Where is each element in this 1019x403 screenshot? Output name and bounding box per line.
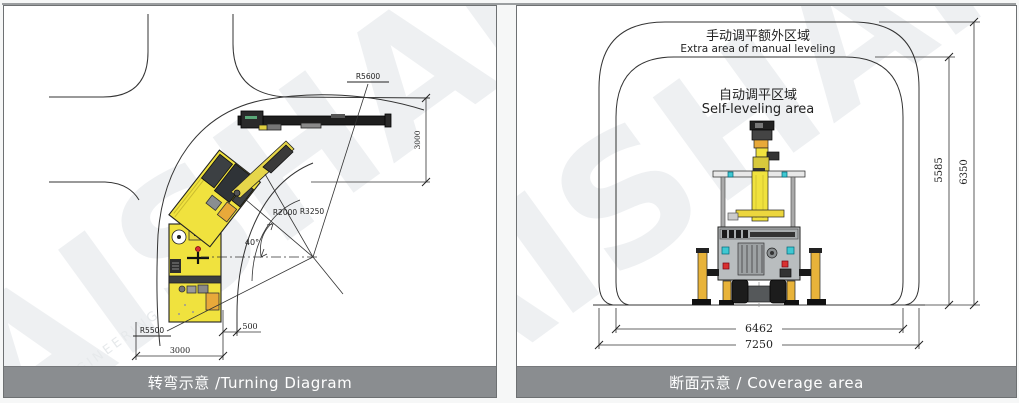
coverage-area-footer: 断面示意 / Coverage area [517, 366, 1016, 397]
manual-leveling-label-cn: 手动调平额外区域 [706, 29, 810, 44]
turning-diagram-svg: KAISHAN R ENGINEERING [4, 6, 496, 366]
outer-turning-arc [156, 94, 425, 347]
wheel [769, 279, 787, 304]
label-road-width: 3000 [170, 346, 190, 355]
top-border-line [2, 3, 1016, 5]
outer-profile [598, 21, 920, 306]
turning-diagram-panel: KAISHAN R ENGINEERING [3, 5, 497, 398]
r5600-leader [312, 83, 369, 258]
turning-diagram-drawing: KAISHAN R ENGINEERING [4, 6, 496, 366]
angle-arc [260, 222, 273, 257]
emergency-stop [195, 246, 201, 252]
coverage-area-title: 断面示意 / Coverage area [669, 373, 864, 392]
wheel [731, 279, 749, 304]
self-leveling-label-cn: 自动调平区域 [719, 88, 797, 103]
upper-works [168, 149, 262, 248]
manual-leveling-label-en: Extra area of manual leveling [680, 43, 835, 55]
self-leveling-label-en: Self-leveling area [702, 102, 815, 117]
coverage-area-panel: KAISHAN [516, 5, 1017, 398]
inner-profile [615, 56, 904, 306]
r2000-arc [251, 199, 301, 282]
outrigger-leg [697, 249, 708, 301]
label-inner-width: 6462 [745, 322, 773, 335]
label-angle: 40° [245, 238, 259, 247]
label-r5600: R5600 [356, 72, 381, 81]
drill-rig-front-view [692, 120, 826, 309]
feed-beam [237, 110, 392, 131]
label-road-height: 3000 [413, 130, 422, 149]
inner-turning-arc [236, 162, 314, 334]
label-outer-width: 7250 [745, 338, 773, 351]
dimensions [594, 17, 980, 350]
dimensions [131, 93, 431, 361]
r5500-leader [166, 256, 314, 332]
turning-diagram-title: 转弯示意 /Turning Diagram [147, 373, 353, 392]
label-inner-height: 5585 [934, 157, 945, 182]
label-r3250: R3250 [300, 207, 325, 216]
road-outline [49, 14, 431, 347]
area-labels: 手动调平额外区域 Extra area of manual leveling 自… [680, 29, 970, 351]
turning-diagram-footer: 转弯示意 /Turning Diagram [4, 366, 496, 397]
outrigger-leg [810, 249, 821, 301]
label-offset: 500 [242, 322, 257, 331]
label-r5500: R5500 [140, 326, 165, 335]
label-r2000: R2000 [273, 208, 298, 217]
radius-annotations [133, 81, 389, 337]
coverage-area-drawing: KAISHAN [517, 6, 1016, 366]
coverage-area-svg: KAISHAN [517, 6, 1016, 366]
boom [230, 140, 295, 199]
drill-rig-top-view [168, 110, 392, 323]
label-outer-height: 6350 [959, 159, 970, 184]
dimension-labels: R5600 R5500 R2000 R3250 40° 3000 3000 50… [140, 72, 422, 355]
